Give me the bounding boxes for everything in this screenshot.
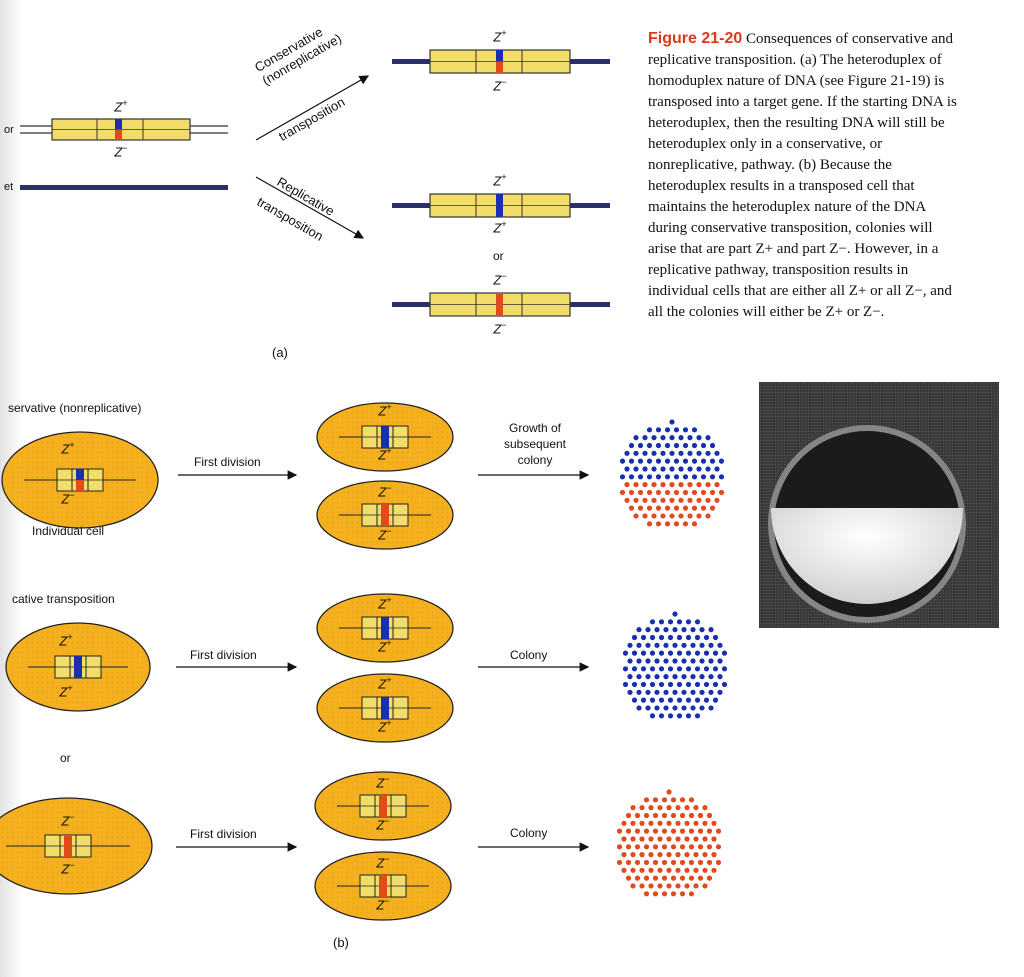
cut-label-donor: or [4,124,14,136]
section-conservative-title: servative (nonreplicative) [8,401,142,415]
growth-label-3: colony [517,453,553,467]
growth-label-2: subsequent [503,437,567,451]
conservative-arrow [255,75,370,141]
z-plus-label: Z+ [378,446,392,463]
z-plus-label: Z+ [114,98,128,115]
z-plus-label: Z+ [493,172,507,189]
individual-cell-label: Individual cell [32,524,105,538]
z-minus-label: Z− [376,816,390,833]
z-minus-label: Z− [376,896,390,913]
z-plus-label: Z+ [378,675,392,692]
or-label-b: or [60,751,71,765]
z-plus-label: Z+ [493,219,507,236]
z-plus-label: Z+ [378,402,392,419]
z-minus-colony [616,789,722,897]
daughter-cell-plus [316,593,454,663]
first-division-label: First division [190,827,257,841]
z-minus-label: Z− [493,271,507,288]
z-minus-label: Z− [376,854,390,871]
figure-caption: Figure 21-20 Consequences of conservativ… [648,28,958,323]
cut-label-target: et [4,181,14,193]
replicative-arrow [255,176,365,239]
replicative-product-minus [392,292,610,317]
individual-cell-plus [5,622,151,712]
donor-dna [20,118,228,141]
individual-cell-het [1,431,159,529]
daughter-cell-minus [314,771,452,841]
z-minus-label: Z− [61,490,75,507]
z-minus-label: Z− [61,812,75,829]
z-minus-label: Z− [61,860,75,877]
panel-b-label: (b) [333,935,349,950]
or-label-a: or [493,249,504,263]
z-plus-label: Z+ [59,632,73,649]
daughter-cell-minus [314,851,452,921]
figure-label: Figure 21-20 [648,30,743,47]
panel-a-label: (a) [272,345,288,360]
daughter-cell-plus [316,402,454,472]
z-plus-strand [115,119,122,130]
z-plus-label: Z+ [378,718,392,735]
z-plus-label: Z+ [378,638,392,655]
colony-label: Colony [510,648,548,662]
caption-text: Consequences of conservative and replica… [648,31,957,320]
z-minus-label: Z− [493,320,507,337]
z-plus-label: Z+ [378,595,392,612]
z-minus-label: Z− [376,774,390,791]
z-minus-label: Z− [378,483,392,500]
conservative-product [392,49,610,74]
first-division-label: First division [190,648,257,662]
colony-photograph [759,382,999,628]
individual-cell-minus [0,797,153,895]
first-division-label: First division [194,455,261,469]
mixed-colony [619,419,725,527]
section-replicative-title: cative transposition [12,592,115,606]
z-plus-label: Z+ [493,28,507,45]
daughter-cell-plus [316,673,454,743]
z-plus-label: Z+ [61,440,75,457]
colony-label: Colony [510,826,548,840]
replicative-product-plus [392,193,610,218]
z-minus-label: Z− [378,526,392,543]
target-dna [20,185,228,190]
growth-label-1: Growth of [508,421,562,435]
z-plus-label: Z+ [59,683,73,700]
z-plus-colony [622,611,728,719]
z-minus-label: Z− [493,77,507,94]
daughter-cell-minus [316,480,454,550]
z-minus-strand [115,129,122,140]
z-minus-label: Z− [114,143,128,160]
